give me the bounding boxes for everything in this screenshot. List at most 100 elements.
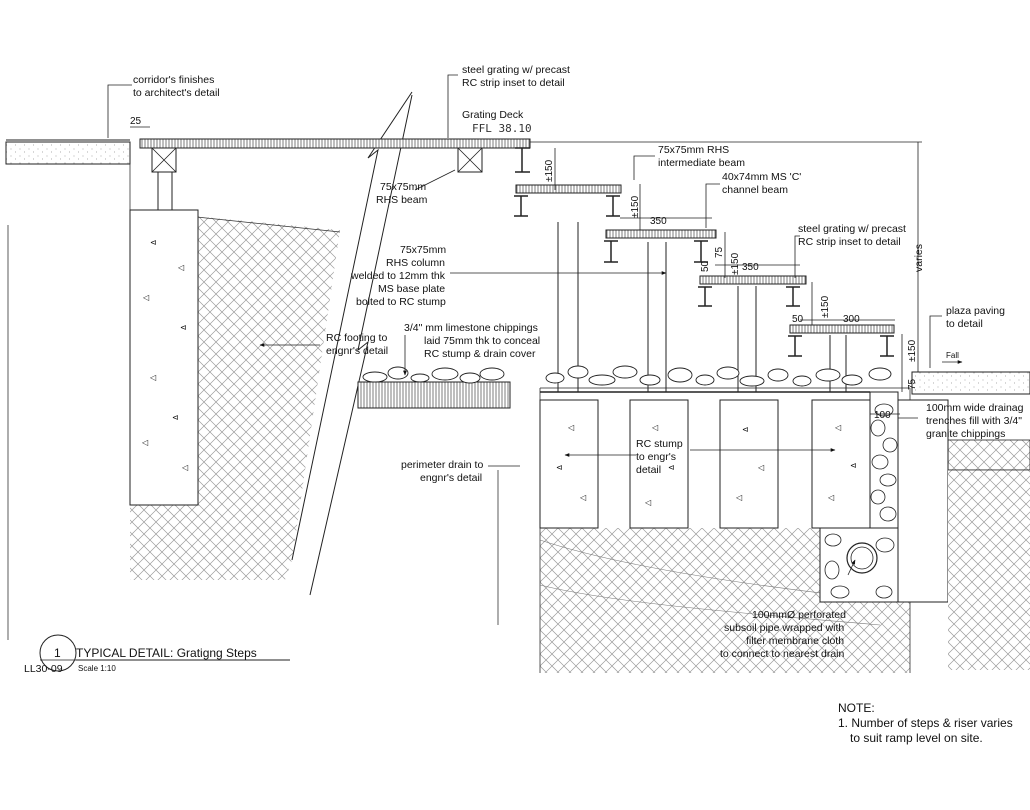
rhs-intermediate-label-2: intermediate beam [658, 157, 745, 169]
steel-grating-top-label: steel grating w/ precast [462, 64, 570, 76]
limestone-chippings [362, 365, 892, 387]
callout-labels: corridor's finishes to architect's detai… [133, 64, 1024, 660]
ffl-level-label: FFL 38.10 [472, 122, 532, 135]
rc-stump-label-3: detail [636, 464, 661, 476]
grating-step-1 [514, 184, 622, 217]
note-line-1: 1. Number of steps & riser varies [838, 716, 1013, 730]
rc-footing-label-2: engnr's detail [326, 345, 388, 357]
rc-stumps: ◁ ⊲ ◁ ◁ ⊲ ◁ ⊲ ◁ ◁ ◁ ⊲ ◁ [539, 399, 871, 529]
perimeter-drain-label-2: engnr's detail [420, 472, 482, 484]
dimension-lines [130, 126, 922, 415]
footing-block-mid [357, 381, 511, 409]
rhs-column-label: 75x75mm [400, 244, 446, 256]
drainage-label-3: granite chippings [926, 428, 1005, 440]
limestone-label-2: laid 75mm thk to conceal [424, 335, 540, 347]
rhs-beam-label: 75x75mm [380, 181, 426, 193]
svg-text:◁: ◁ [150, 373, 157, 382]
pipe-label: 100mmØ perforated [752, 609, 846, 621]
rhs-column-label-5: bolted to RC stump [356, 296, 446, 308]
perimeter-drain-label: perimeter drain to [401, 459, 483, 471]
svg-text:◁: ◁ [580, 493, 587, 502]
steel-grating-top-label-2: RC strip inset to detail [462, 77, 565, 89]
svg-text:⊲: ⊲ [150, 238, 157, 247]
leader-lines [107, 74, 963, 576]
drawing-scale: Scale 1:10 [78, 664, 116, 673]
svg-text:◁: ◁ [178, 263, 185, 272]
rhs-column-label-4: MS base plate [378, 283, 445, 295]
pipe-label-4: to connect to nearest drain [720, 648, 844, 660]
dim-150-2: ±150 [630, 195, 641, 218]
sheet-reference: LL30-09 [24, 663, 63, 675]
dim-50-2: 50 [792, 314, 804, 325]
c-channel-label-2: channel beam [722, 184, 788, 196]
svg-text:◁: ◁ [828, 493, 835, 502]
dim-350-2: 350 [742, 262, 759, 273]
svg-text:⊲: ⊲ [668, 463, 675, 472]
dimension-texts: 25 ±150 ±150 350 75 50 ±150 350 ±150 50 … [130, 116, 918, 421]
svg-text:⊲: ⊲ [850, 461, 857, 470]
title-number: 1 [54, 646, 61, 660]
pipe-label-2: subsoil pipe wrapped with [724, 622, 844, 634]
svg-text:◁: ◁ [835, 423, 842, 432]
svg-text:◁: ◁ [143, 293, 150, 302]
grating-step-3 [698, 275, 807, 307]
corridor-finish-label: corridor's finishes [133, 74, 214, 86]
plaza-paving-label-2: to detail [946, 318, 983, 330]
fall-label: Fall [946, 351, 959, 360]
svg-text:◁: ◁ [736, 493, 743, 502]
steel-grating-mid-label: steel grating w/ precast [798, 223, 906, 235]
note-line-2: to suit ramp level on site. [850, 731, 983, 745]
svg-text:◁: ◁ [645, 498, 652, 507]
general-note: NOTE: 1. Number of steps & riser varies … [838, 701, 1013, 745]
dim-25: 25 [130, 116, 142, 127]
drainage-trench [819, 391, 899, 603]
svg-text:◁: ◁ [652, 423, 659, 432]
rc-stump-label-2: to engr's [636, 451, 676, 463]
drainage-label-2: trenches fill with 3/4" [926, 415, 1022, 427]
dim-50-1: 50 [700, 260, 711, 272]
steel-columns [540, 222, 870, 393]
dim-150-5: ±150 [907, 339, 918, 362]
svg-text:◁: ◁ [758, 463, 765, 472]
rhs-beam-label-2: RHS beam [376, 194, 428, 206]
svg-text:◁: ◁ [182, 463, 189, 472]
rc-footing-left: ⊲ ◁ ◁ ⊲ ◁ ⊲ ◁ ◁ [129, 209, 199, 506]
limestone-label-3: RC stump & drain cover [424, 348, 536, 360]
dim-150-1: ±150 [544, 159, 555, 182]
varies-label: varies [913, 244, 925, 272]
svg-text:⊲: ⊲ [742, 425, 749, 434]
grating-step-2 [604, 229, 717, 263]
svg-text:◁: ◁ [568, 423, 575, 432]
dim-150-4: ±150 [820, 295, 831, 318]
svg-text:⊲: ⊲ [180, 323, 187, 332]
grating-deck [139, 138, 531, 211]
rhs-column-label-3: welded to 12mm thk [350, 270, 446, 282]
rc-footing-label: RC footing to [326, 332, 387, 344]
rhs-column-label-2: RHS column [386, 257, 445, 269]
corridor-finish-label-2: to architect's detail [133, 87, 220, 99]
svg-text:⊲: ⊲ [556, 463, 563, 472]
drawing-title: TYPICAL DETAIL: Gratigng Steps [76, 646, 257, 660]
dim-75: 75 [714, 246, 725, 258]
note-heading: NOTE: [838, 701, 875, 715]
dim-75-b: 75 [907, 378, 918, 390]
pipe-label-3: filter membrane cloth [746, 635, 844, 647]
rc-stump-label: RC stump [636, 438, 683, 450]
break-lines [291, 91, 413, 596]
plaza-paving [897, 371, 1030, 670]
svg-text:⊲: ⊲ [172, 413, 179, 422]
title-block: 1 TYPICAL DETAIL: Gratigng Steps LL30-09… [24, 634, 290, 675]
grating-step-4 [788, 324, 895, 357]
plaza-paving-label: plaza paving [946, 305, 1005, 317]
rhs-intermediate-label: 75x75mm RHS [658, 144, 729, 156]
drainage-label: 100mm wide drainag [926, 402, 1024, 414]
dim-300: 300 [843, 314, 860, 325]
grating-deck-label: Grating Deck [462, 109, 524, 121]
limestone-label: 3/4" mm limestone chippings [404, 322, 538, 334]
c-channel-label: 40x74mm MS 'C' [722, 171, 801, 183]
svg-text:◁: ◁ [142, 438, 149, 447]
dim-150-3: ±150 [730, 252, 741, 275]
dim-350-1: 350 [650, 216, 667, 227]
dim-100: 100 [874, 410, 891, 421]
